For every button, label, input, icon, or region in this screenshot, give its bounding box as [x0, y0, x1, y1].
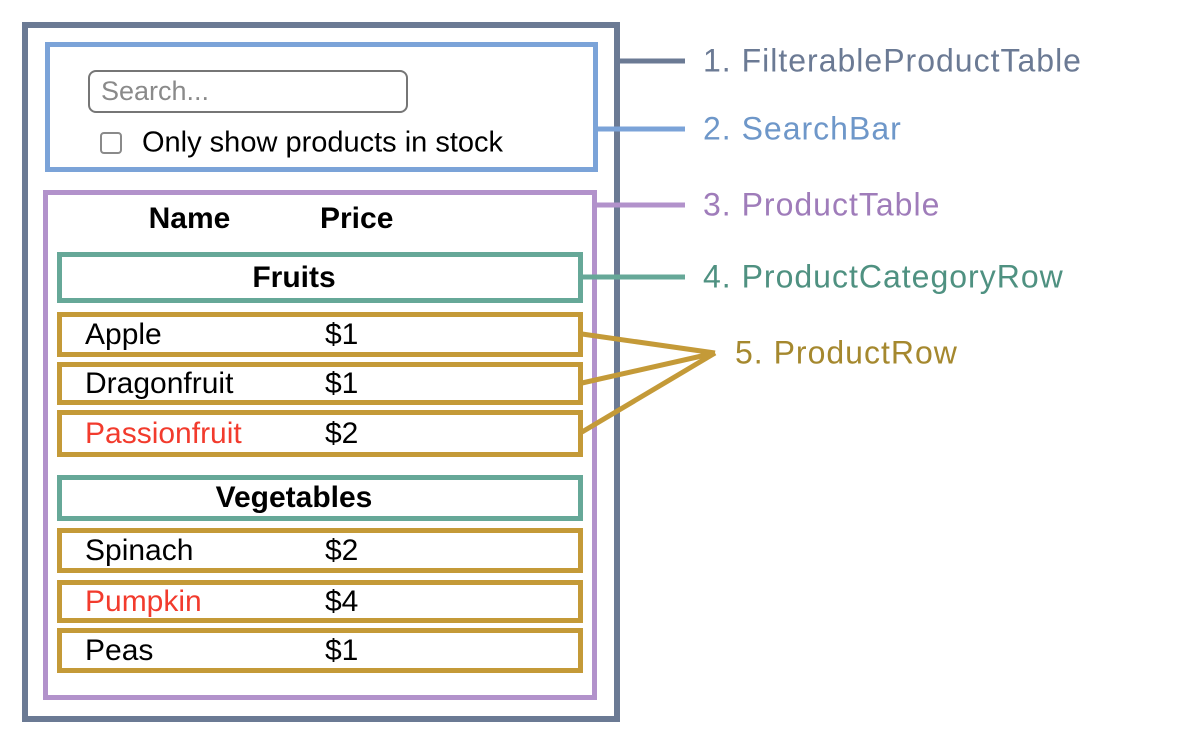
search-input[interactable] — [88, 70, 408, 113]
product-name: Apple — [85, 317, 162, 351]
legend-product-category-row: 4. ProductCategoryRow — [703, 258, 1064, 295]
in-stock-checkbox[interactable] — [100, 132, 122, 154]
product-row: Apple $1 — [57, 312, 583, 357]
category-row-fruits: Fruits — [57, 252, 583, 303]
product-name: Pumpkin — [85, 584, 202, 618]
product-price: $2 — [325, 533, 359, 567]
column-header-name: Name — [148, 202, 231, 235]
column-header-price: Price — [320, 202, 394, 235]
product-name: Passionfruit — [85, 416, 242, 450]
product-name: Spinach — [85, 533, 194, 567]
legend-filterable-product-table: 1. FilterableProductTable — [703, 42, 1082, 79]
product-price: $1 — [325, 633, 359, 667]
product-row: Passionfruit $2 — [57, 410, 583, 457]
product-name: Dragonfruit — [85, 366, 234, 400]
product-price: $1 — [325, 366, 359, 400]
product-row: Spinach $2 — [57, 528, 583, 573]
product-name: Peas — [85, 633, 154, 667]
product-price: $2 — [325, 416, 359, 450]
product-table-box — [43, 190, 597, 700]
product-row: Dragonfruit $1 — [57, 362, 583, 405]
product-row: Peas $1 — [57, 628, 583, 673]
product-price: $4 — [325, 584, 359, 618]
search-bar-box — [45, 42, 598, 172]
product-price: $1 — [325, 317, 359, 351]
legend-search-bar: 2. SearchBar — [703, 110, 902, 147]
product-row: Pumpkin $4 — [57, 580, 583, 623]
in-stock-checkbox-label: Only show products in stock — [142, 126, 504, 159]
category-row-vegetables: Vegetables — [57, 475, 583, 521]
legend-product-table: 3. ProductTable — [703, 186, 941, 223]
legend-product-row: 5. ProductRow — [735, 334, 958, 371]
